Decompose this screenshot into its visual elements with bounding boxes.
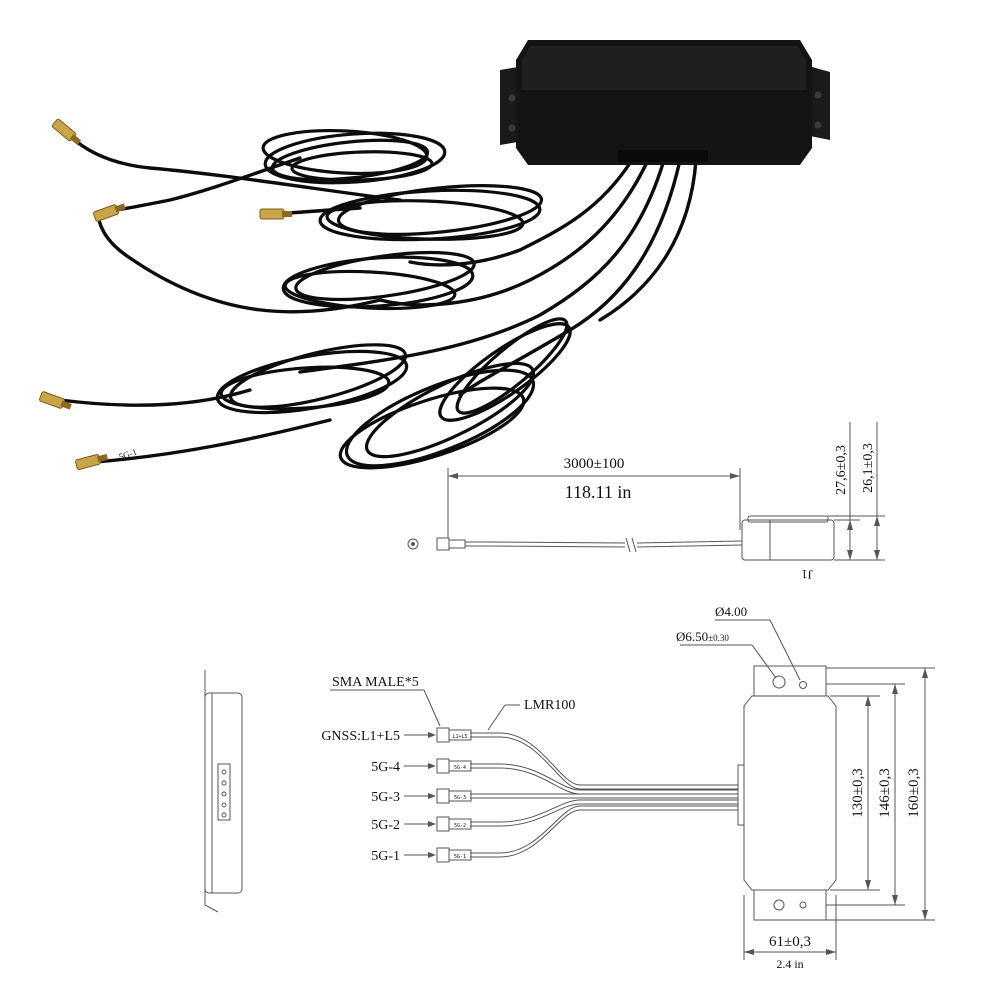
cable-type-label: LMR100 — [524, 698, 575, 713]
port-tag-gnss: L1+L5 — [452, 734, 467, 740]
port-connector-5g-3 — [436, 788, 472, 804]
port-connectors — [436, 727, 472, 863]
port-tag-labels: L1+L5 5G-4 5G-3 5G-2 5G-1 — [452, 734, 467, 860]
port-tag-5g-1: 5G-1 — [454, 854, 466, 860]
photo-sma-connectors — [39, 118, 292, 470]
type-callouts — [330, 689, 520, 731]
length-dimension-label: 3000±100 — [564, 456, 625, 472]
height-outer-label: 27,6±0,3 — [834, 445, 849, 495]
port-connector-5g-2 — [436, 816, 472, 832]
hole-outer-diameter-label: Ø6.50±0.30 — [676, 629, 729, 644]
length-inches-label: 118.11 in — [565, 482, 632, 502]
port-connector-5g-1 — [436, 847, 472, 863]
side-profile-drawing — [204, 670, 243, 913]
height-dimensions — [828, 422, 885, 561]
hole-outer-diameter-value: Ø6.50 — [676, 629, 708, 644]
photo-connector-1 — [51, 118, 82, 146]
photo-connector-4 — [39, 391, 72, 410]
port-name-gnss: GNSS:L1+L5 — [321, 729, 400, 744]
width-label: 61±0,3 — [769, 934, 811, 950]
height-inner-label: 26,1±0,3 — [861, 443, 876, 493]
height-middle-top-label: 146±0,3 — [877, 768, 893, 817]
port-connector-gnss — [436, 727, 472, 743]
port-name-5g-1: 5G-1 — [371, 849, 400, 864]
photo-connector-3 — [259, 208, 292, 220]
port-tag-5g-4: 5G-4 — [454, 765, 466, 771]
photo-connector-5 — [75, 453, 109, 470]
top-view-dimensions — [743, 667, 935, 960]
cable-leads — [58, 134, 698, 464]
photo-connector-2 — [93, 203, 126, 222]
port-connector-5g-4 — [436, 758, 472, 774]
port-tag-5g-3: 5G-3 — [454, 795, 466, 801]
length-dimension — [447, 468, 741, 538]
hole-diameter-label: Ø4.00 — [715, 604, 747, 619]
side-view-connector-symbol — [407, 538, 419, 550]
side-view-cable — [484, 537, 743, 553]
hole-callouts — [680, 619, 801, 681]
top-view-labels: Ø4.00 Ø6.50±0.30 SMA MALE*5 LMR100 GNSS:… — [321, 604, 922, 971]
connector-type-label: SMA MALE*5 — [332, 675, 419, 690]
width-inches-label: 2.4 in — [776, 957, 803, 971]
height-outer-top-label: 160±0,3 — [906, 768, 922, 817]
port-name-5g-3: 5G-3 — [371, 790, 400, 805]
port-arrows — [404, 732, 436, 858]
product-photo: 5G-1 — [39, 40, 830, 470]
top-view-drawing — [330, 619, 935, 960]
hole-outer-tolerance: ±0.30 — [708, 633, 729, 643]
side-view-labels: 3000±100 118.11 in 27,6±0,3 26,1±0,3 J1 — [564, 443, 876, 582]
connector-j1-label: J1 — [801, 567, 813, 582]
antenna-box-photo — [500, 40, 830, 165]
port-name-5g-2: 5G-2 — [371, 818, 400, 833]
height-inner-top-label: 130±0,3 — [850, 768, 866, 817]
port-name-5g-4: 5G-4 — [371, 760, 400, 775]
side-view-drawing — [407, 422, 885, 561]
side-view-sma — [436, 537, 485, 551]
port-cables — [470, 732, 738, 858]
top-view-box — [737, 665, 837, 921]
port-tag-5g-2: 5G-2 — [454, 823, 466, 829]
side-view-box — [741, 515, 835, 561]
